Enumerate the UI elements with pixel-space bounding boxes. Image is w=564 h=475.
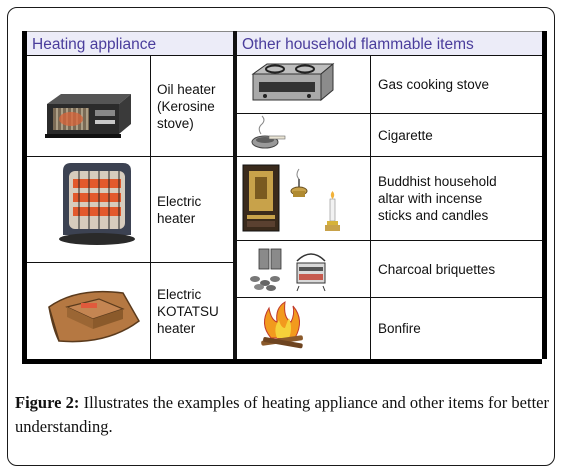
electric-heater-label: Electric heater: [157, 193, 202, 226]
oil-heater-label: Oil heater (Kerosine stove): [157, 81, 216, 131]
cigarette-icon: [237, 114, 371, 156]
other-row-buddhist-altar: Buddhist household altar with incense st…: [237, 157, 542, 241]
kotatsu-heater-icon: [27, 263, 151, 359]
other-row-charcoal: Charcoal briquettes: [237, 241, 542, 298]
gas-stove-label: Gas cooking stove: [378, 77, 490, 92]
charcoal-briquettes-label: Charcoal briquettes: [378, 261, 496, 277]
kotatsu-heater-label: Electric KOTATSU heater: [157, 286, 219, 336]
bonfire-label: Bonfire: [378, 321, 421, 336]
other-row-bonfire: Bonfire: [237, 298, 542, 359]
bonfire-icon: [237, 298, 371, 359]
caption-label: Figure 2:: [15, 393, 80, 412]
buddhist-altar-icon: [237, 157, 371, 240]
other-items-column: Other household flammable items Gas cook…: [237, 31, 542, 359]
cigarette-label: Cigarette: [378, 127, 433, 143]
heating-header: Heating appliance: [27, 31, 233, 56]
buddhist-altar-label: Buddhist household altar with incense st…: [378, 174, 497, 223]
electric-heater-icon: [27, 157, 151, 262]
charcoal-briquettes-icon: [237, 241, 371, 297]
heating-row-kotatsu: Electric KOTATSU heater: [27, 263, 233, 359]
other-row-cigarette: Cigarette: [237, 114, 542, 157]
heating-row-electric-heater: Electric heater: [27, 157, 233, 263]
heating-column: Heating appliance: [27, 31, 233, 359]
other-row-gas-stove: Gas cooking stove: [237, 56, 542, 114]
figure-table: Heating appliance: [22, 31, 547, 364]
other-items-header: Other household flammable items: [237, 31, 542, 56]
column-divider: [233, 31, 237, 359]
caption-text: Illustrates the examples of heating appl…: [15, 393, 549, 436]
table-right-border: [542, 31, 547, 359]
heating-row-oil-heater: Oil heater (Kerosine stove): [27, 56, 233, 157]
oil-heater-icon: [27, 56, 151, 156]
gas-stove-icon: [237, 56, 371, 113]
figure-caption: Figure 2: Illustrates the examples of he…: [15, 391, 549, 439]
